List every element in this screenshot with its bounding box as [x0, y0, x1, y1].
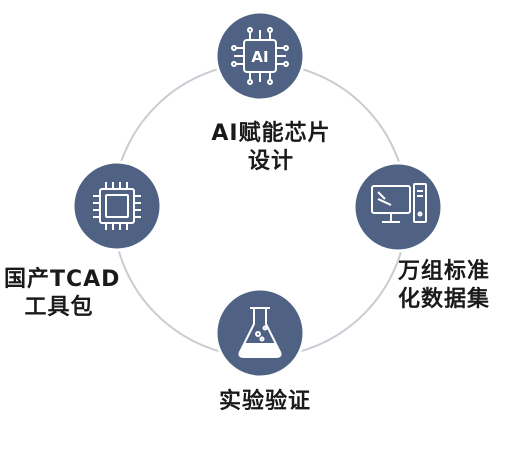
label-line: 国产TCAD — [4, 267, 121, 292]
label-dataset: 万组标准 化数据集 — [398, 258, 490, 314]
node-experiment — [214, 287, 306, 379]
node-dataset — [352, 161, 444, 253]
label-tcad: 国产TCAD 工具包 — [4, 266, 121, 322]
label-ai-chip-design: AI赋能芯片 设计 — [196, 120, 346, 176]
ai-chip-text: AI — [251, 48, 268, 66]
node-circle-left — [71, 160, 163, 252]
label-experiment: 实验验证 — [205, 388, 325, 416]
label-line: 工具包 — [24, 295, 94, 320]
ai-chip-icon — [231, 27, 289, 85]
label-line: 实验验证 — [218, 389, 311, 414]
label-line: 万组标准 — [398, 259, 491, 284]
label-line: 设计 — [247, 149, 294, 174]
node-tcad — [71, 160, 163, 252]
processor-chip-icon — [93, 182, 141, 230]
label-line: 化数据集 — [398, 287, 491, 312]
node-circle-right — [352, 161, 444, 253]
lab-flask-icon — [238, 307, 282, 358]
node-circle-top — [214, 10, 306, 102]
node-ai-chip-design: AI — [214, 10, 306, 102]
label-line: AI赋能芯片 — [211, 121, 331, 146]
desktop-computer-icon — [371, 183, 427, 223]
